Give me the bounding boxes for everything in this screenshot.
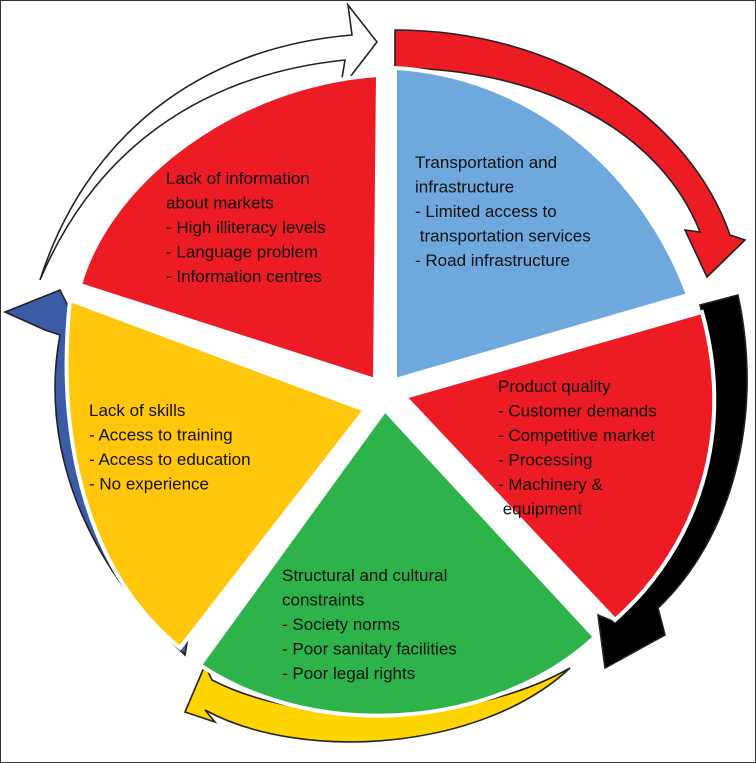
segment-line: about markets bbox=[166, 194, 274, 213]
segment-line: constraints bbox=[282, 591, 364, 610]
segment-line: - No experience bbox=[89, 475, 209, 494]
segments-layer: Lack of information about markets - High i… bbox=[64, 65, 717, 718]
segment-shape-structural-cultural bbox=[197, 406, 598, 718]
segment-shape-product-quality bbox=[401, 309, 717, 623]
segment-line: equipment bbox=[498, 500, 582, 519]
segment-line: Lack of information bbox=[166, 169, 310, 188]
segment-line: infrastructure bbox=[415, 178, 514, 197]
segment-line: - Machinery & bbox=[498, 475, 604, 494]
segment-label-information: Lack of information about markets - High i… bbox=[166, 169, 326, 286]
segment-line: - Road infrastructure bbox=[415, 251, 570, 270]
segment-line: Lack of skills bbox=[89, 401, 185, 420]
segment-label-structural-cultural: Structural and cultural constraints - Soci… bbox=[282, 566, 457, 683]
segment-shape-information bbox=[77, 72, 381, 383]
arrow-white bbox=[39, 2, 379, 281]
segment-label-transportation: Transportation and infrastructure - Limite… bbox=[415, 153, 591, 270]
segment-line: - Limited access to bbox=[415, 202, 557, 221]
segment-line: - Language problem bbox=[166, 243, 318, 262]
segment-label-skills: Lack of skills - Access to training - Acce… bbox=[89, 401, 251, 494]
segment-line: - Society norms bbox=[282, 615, 400, 634]
segment-line: - Processing bbox=[498, 451, 592, 470]
segment-transportation: Transportation and infrastructure - Limite… bbox=[393, 65, 691, 383]
segment-shape-transportation bbox=[393, 65, 691, 383]
segment-structural-cultural: Structural and cultural constraints - Soci… bbox=[197, 406, 598, 718]
segment-line: - Information centres bbox=[166, 267, 322, 286]
segment-line: transportation services bbox=[415, 227, 591, 246]
segment-line: - Access to education bbox=[89, 450, 251, 469]
segment-line: Structural and cultural bbox=[282, 566, 447, 585]
segment-label-product-quality: Product quality - Customer demands - Compe… bbox=[498, 377, 657, 519]
segment-line: - Poor legal rights bbox=[282, 664, 415, 683]
segment-line: - Competitive market bbox=[498, 426, 655, 445]
segment-information: Lack of information about markets - High i… bbox=[77, 72, 381, 383]
segment-line: - Customer demands bbox=[498, 402, 657, 421]
segment-line: - Poor sanitaty facilities bbox=[282, 640, 457, 659]
segment-product-quality: Product quality - Customer demands - Compe… bbox=[401, 309, 717, 623]
segment-line: Transportation and bbox=[415, 153, 557, 172]
segment-shape-skills bbox=[64, 297, 369, 651]
segment-line: - High illiteracy levels bbox=[166, 218, 326, 237]
segment-skills: Lack of skills - Access to training - Acce… bbox=[64, 297, 369, 651]
segment-line: Product quality bbox=[498, 377, 611, 396]
arrow-red bbox=[394, 29, 747, 279]
segment-line: - Access to training bbox=[89, 426, 233, 445]
